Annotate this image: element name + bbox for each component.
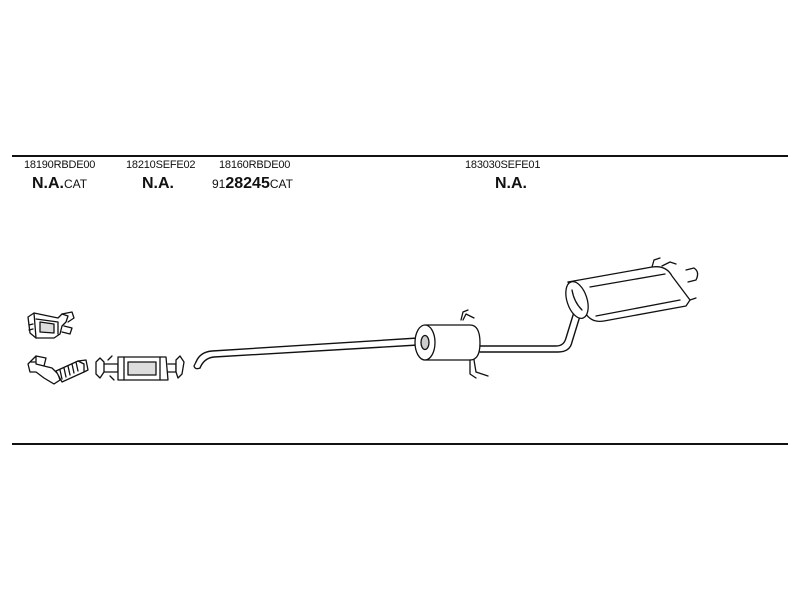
part-status-text-3: 28245 xyxy=(225,175,270,192)
bottom-divider xyxy=(12,443,788,445)
part-status-text-2: N.A. xyxy=(142,175,174,192)
part-code-1: 18190RBDE00 xyxy=(24,159,96,171)
tail-pipe-icon xyxy=(479,311,581,353)
part-status-text-1: N.A. xyxy=(32,175,64,192)
flex-pipe-icon xyxy=(55,359,89,383)
part-label-4: 183030SEFE01 N.A. xyxy=(465,160,540,192)
middle-muffler-icon xyxy=(414,309,489,379)
top-divider xyxy=(12,155,788,157)
part-label-3: 18160RBDE00 9128245CAT xyxy=(212,159,293,192)
center-pipe-icon xyxy=(95,355,185,381)
part-code-2: 18210SEFE02 xyxy=(126,159,196,171)
catalytic-converter-icon xyxy=(27,311,75,339)
rear-muffler-icon xyxy=(565,257,699,322)
part-suffix-1: CAT xyxy=(64,177,88,191)
part-suffix-3: CAT xyxy=(269,177,293,191)
front-pipe-icon xyxy=(27,355,61,385)
part-code-3: 18160RBDE00 xyxy=(219,159,291,171)
part-status-1: N.A.CAT xyxy=(32,176,95,192)
part-prefix-3: 91 xyxy=(212,177,226,191)
part-label-1: 18190RBDE00 N.A.CAT xyxy=(24,160,95,192)
part-status-2: N.A. xyxy=(142,176,195,192)
part-status-text-4: N.A. xyxy=(495,175,527,192)
part-label-2: 18210SEFE02 N.A. xyxy=(126,159,196,192)
part-code-4: 183030SEFE01 xyxy=(465,159,541,171)
part-status-4: N.A. xyxy=(495,176,540,192)
part-status-3: 9128245CAT xyxy=(212,176,293,192)
intermediate-pipe-icon xyxy=(193,337,419,370)
